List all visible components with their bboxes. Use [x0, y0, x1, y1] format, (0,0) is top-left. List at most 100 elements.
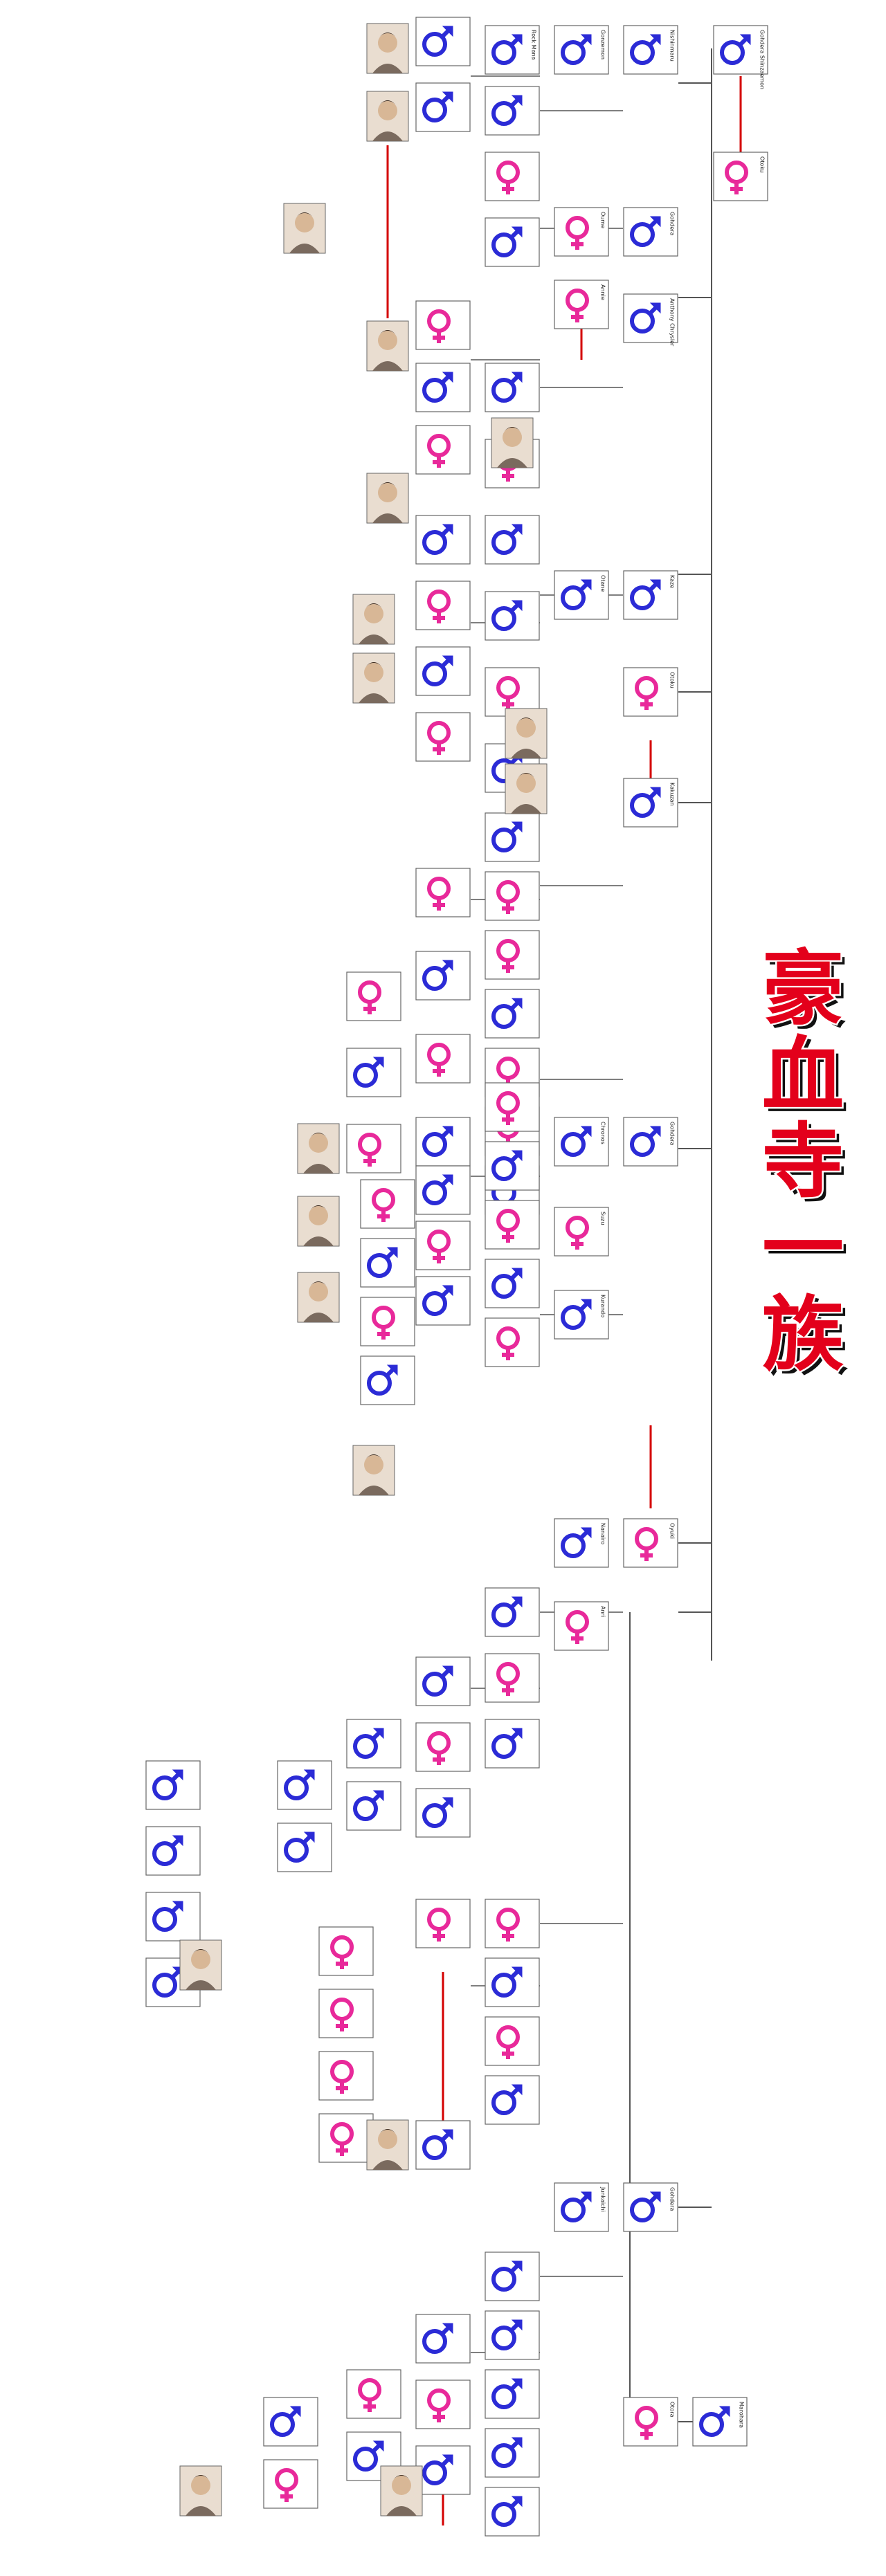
portrait-icon	[297, 1123, 340, 1174]
tree-node-unlabeled	[415, 515, 471, 565]
tree-node-unlabeled	[263, 2397, 318, 2447]
node-name: Otora	[669, 2402, 676, 2418]
portrait-icon	[366, 473, 409, 524]
tree-node-unlabeled	[145, 1892, 201, 1942]
portrait-icon	[366, 91, 409, 142]
node-name: Gonzemon	[600, 30, 606, 60]
tree-node-unlabeled	[485, 1200, 540, 1250]
tree-node-unlabeled	[415, 82, 471, 132]
tree-node-unlabeled	[415, 2445, 471, 2495]
tree-node-unlabeled	[415, 425, 471, 475]
logo-char: 族	[762, 1286, 844, 1382]
portrait-icon	[366, 23, 409, 74]
tree-node: Nishinmaru	[623, 25, 678, 75]
node-name: Kakuzan	[669, 783, 676, 806]
tree-node-unlabeled	[485, 1719, 540, 1769]
tree-node-unlabeled	[415, 1276, 471, 1326]
node-name: Gohdera Shinzaemon	[759, 30, 766, 89]
tree-node-unlabeled	[485, 2428, 540, 2478]
logo-shadow: 豪	[766, 944, 848, 1041]
tree-node-unlabeled	[485, 1141, 540, 1191]
tree-node: Otoku	[713, 152, 768, 201]
tree-node-unlabeled	[485, 2487, 540, 2537]
portrait-icon	[505, 763, 548, 814]
tree-node: Anri	[554, 1601, 609, 1651]
tree-node-unlabeled	[485, 86, 540, 136]
node-name: Gohdera	[669, 2187, 676, 2211]
node-name: Nishinmaru	[669, 30, 676, 62]
tree-node: Anthony Chrysler	[623, 293, 678, 347]
tree-node-unlabeled	[415, 581, 471, 630]
tree-node-unlabeled	[346, 2369, 401, 2419]
tree-node-unlabeled	[485, 2016, 540, 2066]
tree-node-unlabeled	[360, 1238, 415, 1288]
tree-node-unlabeled	[485, 2369, 540, 2419]
logo-char: 豪	[762, 941, 844, 1036]
tree-node-unlabeled	[485, 1653, 540, 1703]
node-name: Annie	[600, 284, 606, 300]
tree-node-unlabeled	[346, 971, 401, 1021]
portrait-icon	[380, 2465, 423, 2516]
tree-node-unlabeled	[263, 2459, 318, 2509]
tree-node-unlabeled	[346, 1719, 401, 1769]
tree-node-unlabeled	[485, 515, 540, 565]
tree-node-unlabeled	[415, 868, 471, 917]
tree-node-unlabeled	[485, 2075, 540, 2125]
tree-node: Kaze	[623, 570, 678, 620]
portrait-icon	[491, 417, 534, 468]
tree-node-unlabeled	[415, 646, 471, 696]
tree-node: Gonzemon	[554, 25, 609, 75]
tree-node-unlabeled	[415, 2120, 471, 2170]
tree-node-unlabeled	[415, 1722, 471, 1772]
tree-node: Gohdera	[623, 2182, 678, 2232]
node-name: Otoku	[669, 672, 676, 688]
tree-node-unlabeled	[485, 217, 540, 267]
tree-node: Nanairo	[554, 1518, 609, 1568]
tree-node-unlabeled	[145, 1826, 201, 1876]
node-name: Marohara	[739, 2402, 745, 2428]
node-name: Anri	[600, 1606, 606, 1617]
portrait-icon	[297, 1196, 340, 1247]
node-name: Nanairo	[600, 1523, 606, 1544]
node-name: Kurando	[600, 1295, 606, 1317]
tree-node: Kakuzan	[623, 778, 678, 828]
tree-node-unlabeled	[415, 363, 471, 412]
tree-node: Gohdera	[623, 1117, 678, 1167]
tree-node-unlabeled	[415, 2314, 471, 2364]
node-name: Chronos	[600, 1122, 606, 1144]
tree-node-unlabeled	[360, 1179, 415, 1229]
logo-shadow: 寺	[766, 1117, 848, 1214]
tree-node-unlabeled	[485, 930, 540, 980]
tree-node-unlabeled	[485, 871, 540, 921]
tree-node: Otora	[623, 2397, 678, 2447]
node-name: Rock Mana	[531, 30, 537, 60]
portrait-icon	[366, 320, 409, 372]
logo-shadow: 血	[766, 1031, 848, 1127]
portrait-icon	[505, 708, 548, 759]
logo-char: 血	[762, 1027, 844, 1123]
portrait-icon	[297, 1272, 340, 1323]
tree-node-unlabeled	[485, 1259, 540, 1308]
tree-node: Junkaichi	[554, 2182, 609, 2232]
tree-node-unlabeled	[318, 2051, 374, 2101]
tree-node-unlabeled	[485, 1317, 540, 1367]
logo-char: 一	[762, 1200, 844, 1296]
tree-node: Gohdera Shinzaemon	[713, 25, 768, 89]
tree-node-unlabeled	[485, 667, 540, 717]
node-name: Suzu	[600, 1212, 606, 1225]
portrait-icon	[283, 203, 326, 254]
tree-node-unlabeled	[415, 1165, 471, 1215]
tree-node: Marohara	[692, 2397, 748, 2447]
tree-node: Annie	[554, 280, 609, 329]
node-name: Oume	[600, 212, 606, 228]
tree-node-unlabeled	[346, 1048, 401, 1097]
tree-node-unlabeled	[485, 812, 540, 862]
tree-node-unlabeled	[415, 1899, 471, 1948]
tree-node-unlabeled	[485, 1899, 540, 1948]
tree-node-unlabeled	[415, 1221, 471, 1270]
portrait-icon	[352, 652, 395, 704]
tree-node: Chronos	[554, 1117, 609, 1167]
node-name: Oyuki	[669, 1523, 676, 1539]
tree-node-unlabeled	[145, 1760, 201, 1810]
